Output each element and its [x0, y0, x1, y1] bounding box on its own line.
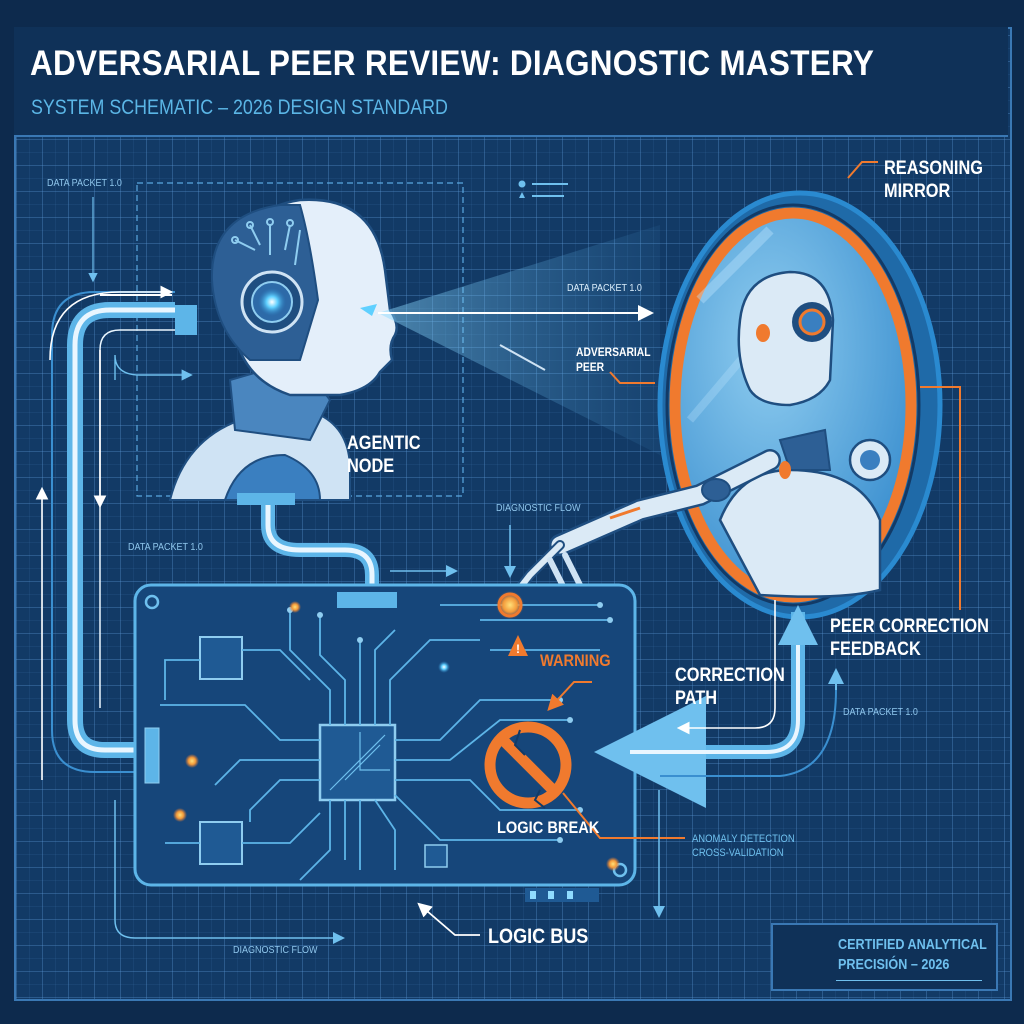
certification-underline — [836, 980, 982, 981]
page-subtitle: SYSTEM SCHEMATIC – 2026 DESIGN STANDARD — [31, 96, 448, 119]
label-data-packet-top-left: DATA PACKET 1.0 — [47, 178, 122, 189]
certification-text: CERTIFIED ANALYTICAL PRECISIÓN – 2026 — [838, 935, 987, 975]
agent-eye — [360, 304, 377, 316]
label-logic-break: LOGIC BREAK — [497, 818, 600, 837]
label-diagnostic-flow-bottom: DIAGNOSTIC FLOW — [233, 945, 318, 956]
anomaly-line1: ANOMALY DETECTION — [692, 833, 795, 845]
label-data-packet-mid-left: DATA PACKET 1.0 — [128, 542, 203, 553]
reasoning-mirror-line1: REASONING — [884, 158, 983, 179]
adversarial-peer-line2: PEER — [576, 360, 605, 374]
label-data-packet-right: DATA PACKET 1.0 — [843, 707, 918, 718]
label-anomaly-detection: ANOMALY DETECTION CROSS-VALIDATION — [692, 832, 795, 860]
agentic-node-line1: AGENTIC — [347, 433, 421, 454]
warning-icon — [508, 635, 528, 656]
vision-beam — [378, 225, 660, 455]
adversarial-peer-line1: ADVERSARIAL — [576, 345, 651, 359]
agentic-node-line2: NODE — [347, 456, 395, 477]
header-panel — [14, 27, 1008, 137]
logic-break-icon — [484, 721, 572, 809]
page-title: ADVERSARIAL PEER REVIEW: DIAGNOSTIC MAST… — [30, 44, 875, 83]
certification-line2: PRECISIÓN – 2026 — [838, 956, 950, 973]
reasoning-mirror-line2: MIRROR — [884, 181, 951, 202]
svg-text:!: ! — [516, 642, 520, 656]
label-data-packet-beam: DATA PACKET 1.0 — [567, 283, 642, 294]
correction-path-line2: PATH — [675, 688, 718, 709]
logic-bus-leds — [525, 888, 599, 902]
label-peer-correction-feedback: PEER CORRECTION FEEDBACK — [830, 615, 989, 661]
label-adversarial-peer: ADVERSARIAL PEER — [576, 345, 651, 375]
reasoning-mirror — [507, 190, 943, 620]
peer-feedback-line1: PEER CORRECTION — [830, 616, 989, 637]
legend-icon — [518, 180, 568, 198]
peer-feedback-line2: FEEDBACK — [830, 639, 921, 660]
certification-panel — [771, 923, 998, 991]
label-reasoning-mirror: REASONING MIRROR — [884, 157, 983, 203]
agentic-node-robot — [168, 198, 398, 501]
label-logic-bus: LOGIC BUS — [488, 925, 589, 948]
correction-path-line1: CORRECTION — [675, 665, 785, 686]
label-agentic-node: AGENTIC NODE — [347, 432, 421, 478]
label-correction-path: CORRECTION PATH — [675, 664, 785, 710]
label-diagnostic-flow-top: DIAGNOSTIC FLOW — [496, 503, 581, 514]
label-warning: WARNING — [540, 651, 611, 670]
certification-line1: CERTIFIED ANALYTICAL — [838, 936, 987, 953]
circuit-board — [133, 583, 637, 902]
anomaly-line2: CROSS-VALIDATION — [692, 847, 784, 859]
pipe-connector — [175, 305, 197, 335]
